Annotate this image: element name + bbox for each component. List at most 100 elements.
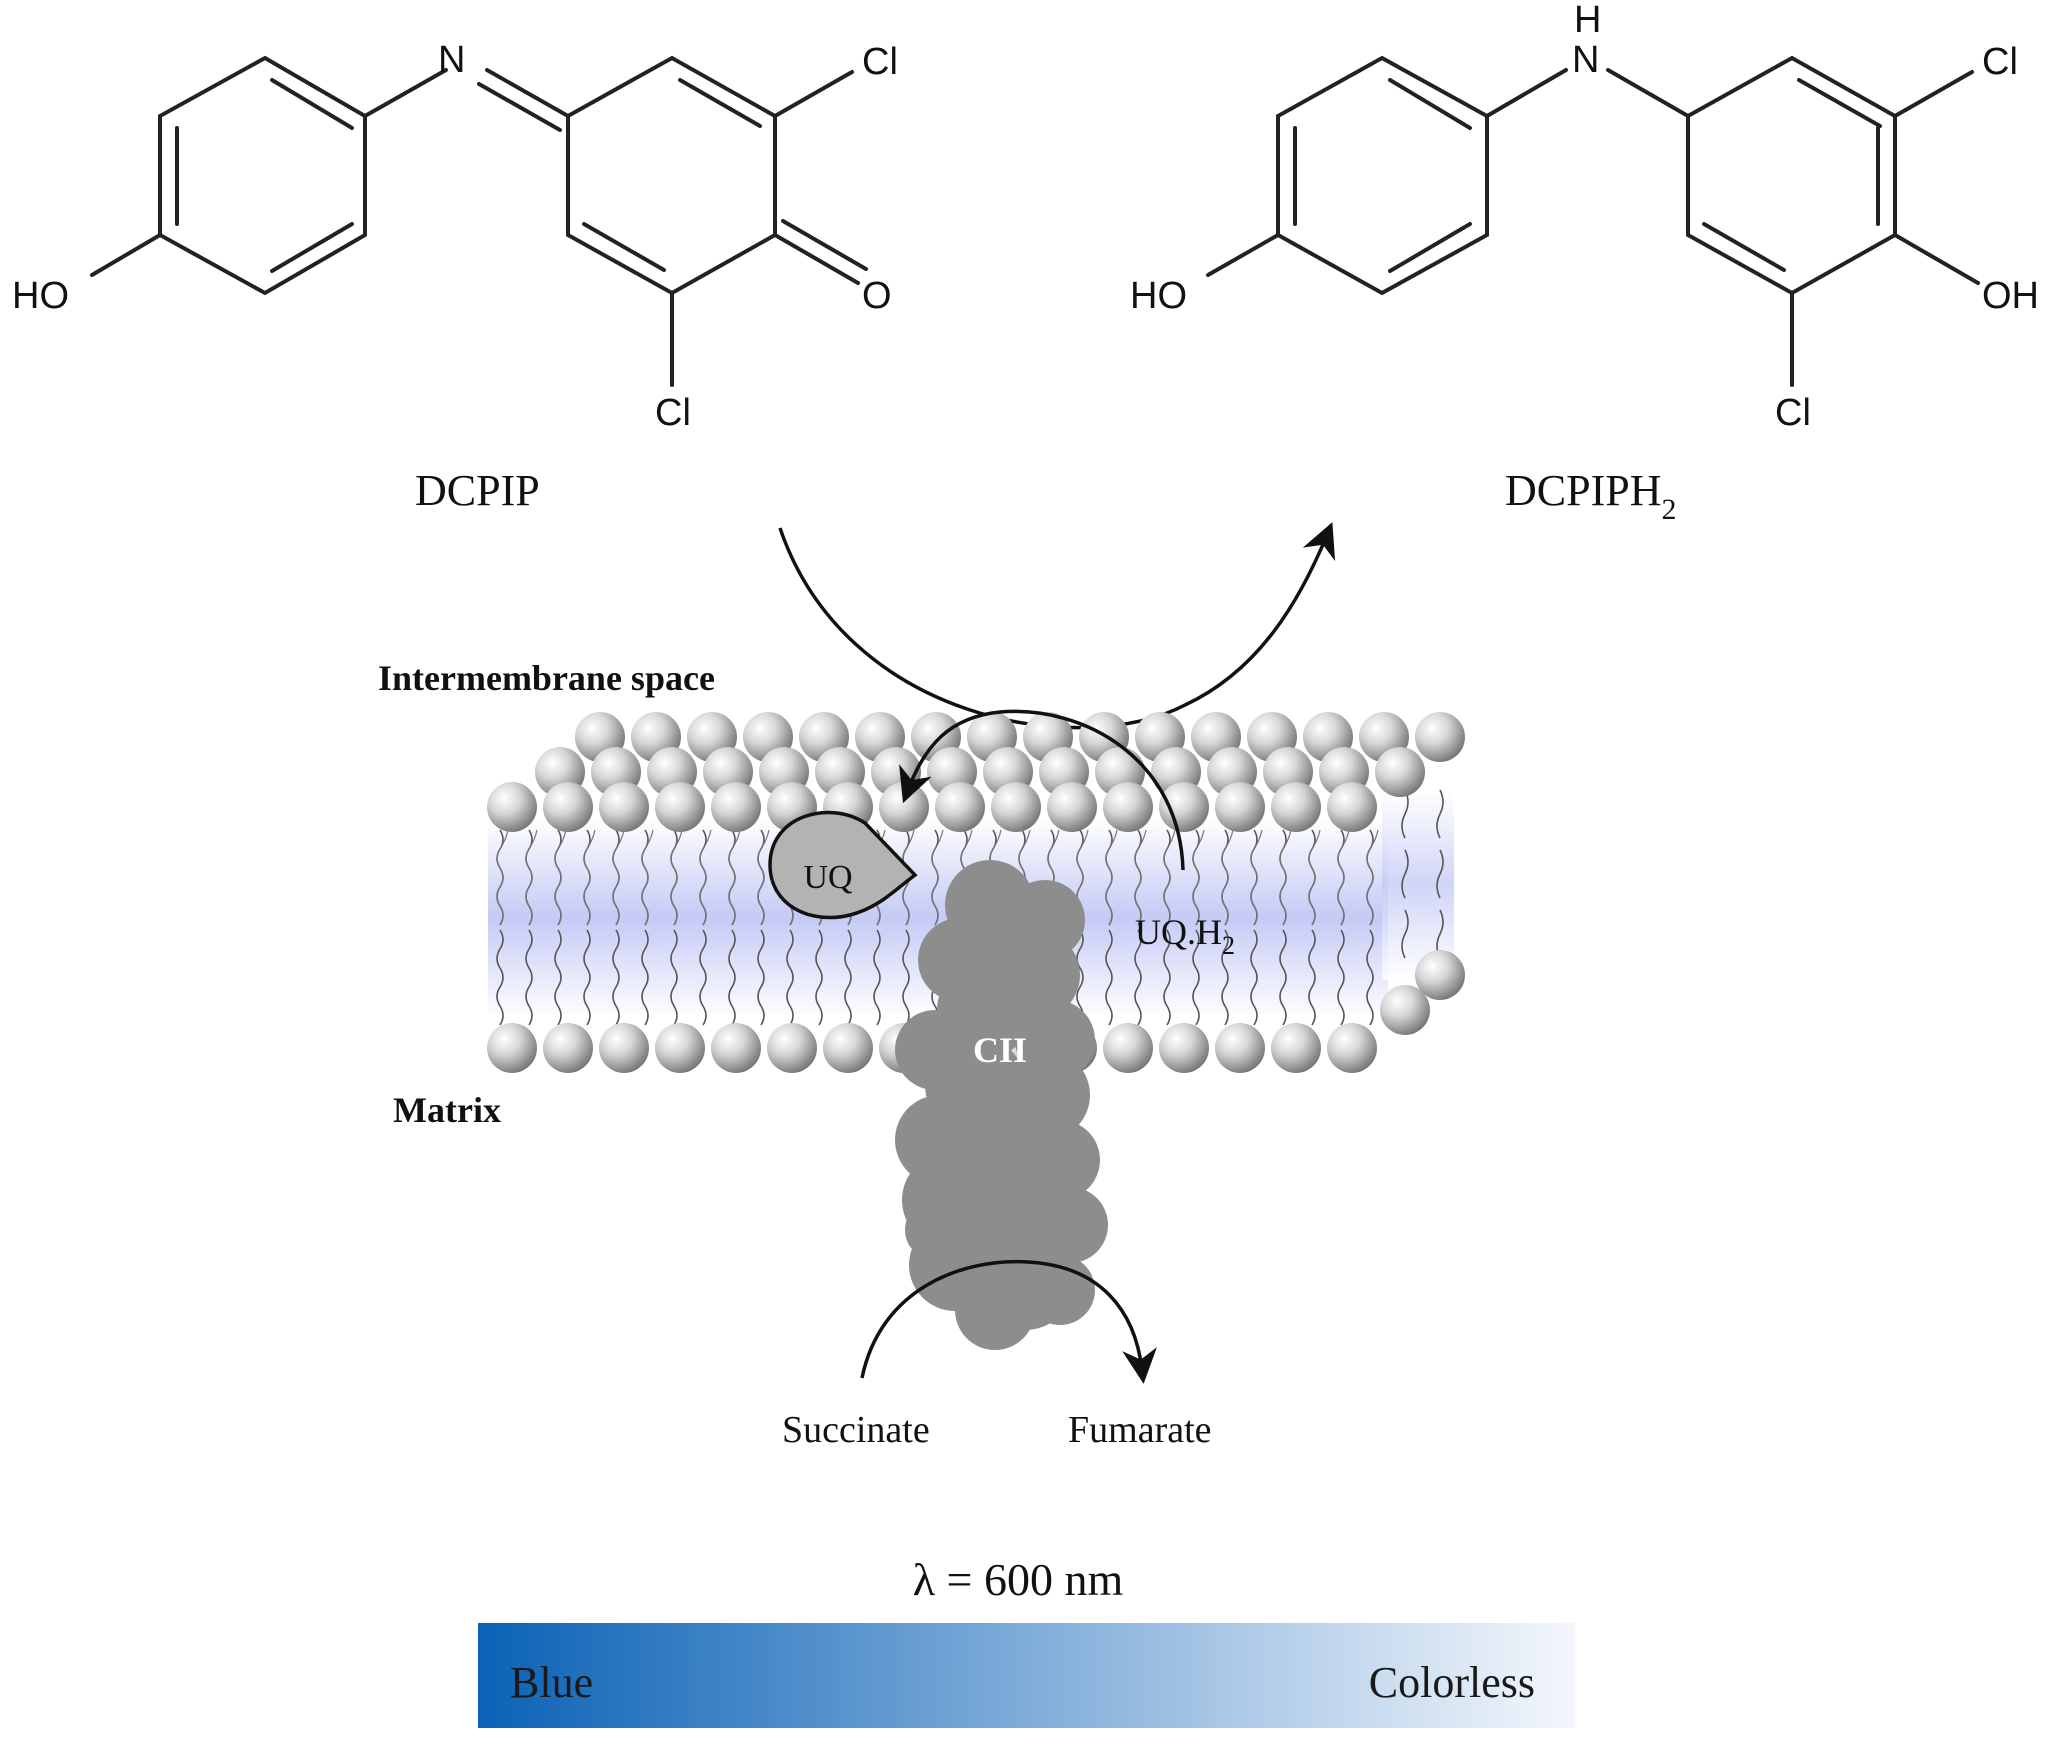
- lipid-tail: [583, 929, 591, 1026]
- dcpiph2-atom-cl-bottom: Cl: [1775, 392, 1811, 434]
- dcpiph2-atom-n: N: [1572, 39, 1599, 81]
- lipid-tail: [728, 829, 741, 926]
- dcpip-phenol-ring: [158, 55, 367, 296]
- lipid-tail: [815, 929, 823, 1026]
- dcpip-cn-bond: [363, 68, 448, 118]
- lipid-head: [1215, 1023, 1265, 1073]
- dcpip-imine-bond: [477, 82, 562, 132]
- lipid-tail: [844, 929, 852, 1026]
- lipid-head: [823, 1023, 873, 1073]
- lipid-head: [543, 782, 593, 832]
- lipid-head: [935, 782, 985, 832]
- lipid-tail: [873, 929, 881, 1026]
- ubiquinol-return-arrow: [899, 709, 1185, 871]
- dcpiph2-ring-double-bond: [1388, 222, 1472, 273]
- lipid-tail: [1337, 929, 1345, 1026]
- dcpip-reduction-arrow: [778, 522, 1336, 730]
- lipid-head: [711, 782, 761, 832]
- dcpiph2-nc-bond: [1606, 68, 1690, 118]
- dcpip-quinone-ring: [566, 55, 777, 296]
- dcpip-ho-bond: [90, 233, 162, 277]
- dcpip-atom-ho: HO: [12, 275, 69, 317]
- lipid-head: [1327, 1023, 1377, 1073]
- lipid-head: [1159, 1023, 1209, 1073]
- lipid-tail: [612, 929, 620, 1026]
- lipid-tails: [496, 789, 1444, 1026]
- absorbance-color-scale: [478, 1623, 1575, 1728]
- dcpip-atom-n: N: [438, 39, 465, 81]
- lipid-tail: [496, 929, 504, 1026]
- lipid-tail: [757, 929, 765, 1026]
- lipid-tail: [1279, 829, 1292, 926]
- ubiquinone-label: UQ: [803, 859, 852, 896]
- lipid-tail: [1366, 829, 1379, 926]
- dcpiph2-oh-bond: [1893, 233, 1980, 285]
- lipid-tail: [1436, 849, 1444, 899]
- lipid-tail: [1279, 929, 1287, 1026]
- dcpip-atom-o: O: [862, 275, 892, 317]
- scale-colorless-label: Colorless: [1369, 1658, 1535, 1707]
- lipid-tail: [902, 929, 910, 1026]
- dcpip-ring-double-bond: [582, 222, 666, 272]
- lipid-tail: [1401, 849, 1409, 899]
- protein-lobe: [905, 1200, 965, 1260]
- lipid-head: [1271, 782, 1321, 832]
- lipid-head: [1047, 782, 1097, 832]
- lipid-tail: [1076, 929, 1084, 1026]
- lipid-tail: [1163, 929, 1171, 1026]
- lipid-tail: [612, 829, 625, 926]
- lipid-tail: [757, 829, 770, 926]
- dcpip-atom-cl-bottom: Cl: [655, 392, 691, 434]
- lipid-bilayer-edge: [1382, 790, 1454, 980]
- dcpiph2-ring-double-bond: [1797, 78, 1882, 128]
- lipid-tail: [699, 829, 712, 926]
- dcpip-ring-double-bond: [678, 78, 762, 128]
- lipid-tail: [583, 829, 596, 926]
- dcpiph2-atom-oh: OH: [1982, 275, 2039, 317]
- dcpiph2-ring-double-bond: [1388, 78, 1472, 130]
- dcpip-cl-bond: [773, 70, 854, 118]
- lipid-head: [1415, 950, 1465, 1000]
- lipid-head: [655, 1023, 705, 1073]
- lipid-tail: [670, 929, 678, 1026]
- lipid-head: [1380, 985, 1430, 1035]
- dcpiph2-structure: H N Cl HO OH Cl DCPIPH2: [1130, 0, 2039, 526]
- dcpip-atom-cl-top: Cl: [862, 41, 898, 83]
- dcpiph2-ho-bond: [1206, 233, 1280, 277]
- lipid-tail: [786, 929, 794, 1026]
- lipid-head: [1215, 782, 1265, 832]
- lipid-head: [1375, 747, 1425, 797]
- lipid-head: [599, 1023, 649, 1073]
- protein-lobe: [955, 1270, 1035, 1350]
- complex-ii-label: CII: [973, 1030, 1027, 1070]
- wavelength-label: λ = 600 nm: [913, 1554, 1124, 1605]
- lipid-head: [1271, 1023, 1321, 1073]
- lipid-tail: [554, 929, 562, 1026]
- succinate-oxidation-arrow: [860, 1259, 1157, 1384]
- dcpiph2-atom-h: H: [1574, 0, 1601, 41]
- dcpiph2-chlorophenol-ring: [1686, 55, 1897, 296]
- ubiquinone-shape: [768, 810, 918, 920]
- lipid-head: [767, 1023, 817, 1073]
- lipid-head: [991, 782, 1041, 832]
- succinate-label: Succinate: [782, 1409, 930, 1451]
- lipid-head: [1159, 782, 1209, 832]
- lipid-tail: [525, 829, 538, 926]
- ubiquinol-label: UQ.H2: [1135, 912, 1235, 960]
- dcpip-name: DCPIP: [415, 466, 540, 515]
- lipid-head: [487, 782, 537, 832]
- lipid-tail: [1192, 929, 1200, 1026]
- dcpiph2-ring-double-bond: [1702, 222, 1786, 272]
- lipid-tail: [1250, 929, 1258, 1026]
- lipid-head: [487, 1023, 537, 1073]
- lipid-tail: [641, 929, 649, 1026]
- matrix-label: Matrix: [393, 1090, 501, 1130]
- lipid-tail: [641, 829, 654, 926]
- lipid-head: [543, 1023, 593, 1073]
- lipid-tail: [1192, 829, 1205, 926]
- lipid-head: [655, 782, 705, 832]
- ubiquinone: UQ: [768, 810, 918, 920]
- lipid-tail: [1308, 829, 1321, 926]
